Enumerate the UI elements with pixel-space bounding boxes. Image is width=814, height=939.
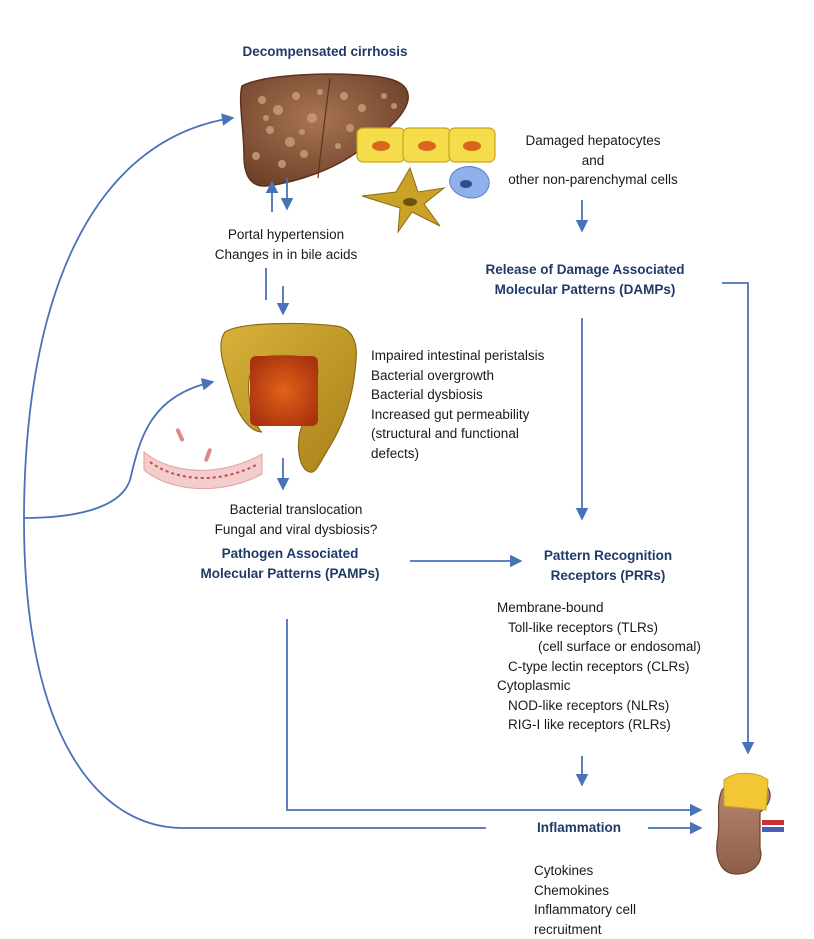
prrs-line-2: Receptors (PRRs): [518, 566, 698, 586]
prr-item: (cell surface or endosomal): [497, 637, 701, 657]
inflammation-heading: Inflammation: [537, 818, 621, 838]
pamps-heading: Pathogen Associated Molecular Patterns (…: [180, 544, 400, 584]
translocation-line-2: Fungal and viral dysbiosis?: [196, 520, 396, 540]
colon-illustration: [221, 324, 356, 473]
pamps-line-1: Pathogen Associated: [180, 544, 400, 564]
diagram-title: Decompensated cirrhosis: [200, 42, 450, 62]
inflammation-item: Chemokines: [534, 881, 636, 901]
gut-effect-item: Bacterial dysbiosis: [371, 385, 544, 405]
gut-effects-list: Impaired intestinal peristalsis Bacteria…: [371, 346, 544, 463]
gut-effect-item: Impaired intestinal peristalsis: [371, 346, 544, 366]
damps-line-1: Release of Damage Associated: [470, 260, 700, 280]
gut-effect-item: Increased gut permeability: [371, 405, 544, 425]
hepatocytes-illustration: [357, 128, 495, 162]
damaged-line-2: and: [498, 151, 688, 171]
inflammation-list: Cytokines Chemokines Inflammatory cell r…: [534, 861, 636, 939]
epithelium-illustration: [144, 428, 262, 489]
inflammation-item: Inflammatory cell: [534, 900, 636, 920]
damaged-cells-label: Damaged hepatocytes and other non-parenc…: [498, 131, 688, 190]
inflammation-item: recruitment: [534, 920, 636, 939]
damps-line-2: Molecular Patterns (DAMPs): [470, 280, 700, 300]
damaged-line-3: other non-parenchymal cells: [498, 170, 688, 190]
immune-cell-illustration: [450, 167, 490, 199]
damaged-line-1: Damaged hepatocytes: [498, 131, 688, 151]
gut-effect-item: defects): [371, 444, 544, 464]
portal-line-1: Portal hypertension: [196, 225, 376, 245]
translocation-label: Bacterial translocation Fungal and viral…: [196, 500, 396, 539]
gut-effect-item: (structural and functional: [371, 424, 544, 444]
portal-label: Portal hypertension Changes in in bile a…: [196, 225, 376, 264]
prr-item: C-type lectin receptors (CLRs): [497, 657, 701, 677]
prr-item: Membrane-bound: [497, 598, 701, 618]
inflammation-item: Cytokines: [534, 861, 636, 881]
stellate-cell-illustration: [362, 168, 444, 232]
pamps-line-2: Molecular Patterns (PAMPs): [180, 564, 400, 584]
prrs-line-1: Pattern Recognition: [518, 546, 698, 566]
prr-item: Cytoplasmic: [497, 676, 701, 696]
prr-item: NOD-like receptors (NLRs): [497, 696, 701, 716]
damps-heading: Release of Damage Associated Molecular P…: [470, 260, 700, 300]
kidney-illustration: [717, 773, 784, 874]
prr-item: RIG-I like receptors (RLRs): [497, 715, 701, 735]
portal-line-2: Changes in in bile acids: [196, 245, 376, 265]
prr-item: Toll-like receptors (TLRs): [497, 618, 701, 638]
prr-list: Membrane-bound Toll-like receptors (TLRs…: [497, 598, 701, 735]
prrs-heading: Pattern Recognition Receptors (PRRs): [518, 546, 698, 586]
gut-effect-item: Bacterial overgrowth: [371, 366, 544, 386]
translocation-line-1: Bacterial translocation: [196, 500, 396, 520]
